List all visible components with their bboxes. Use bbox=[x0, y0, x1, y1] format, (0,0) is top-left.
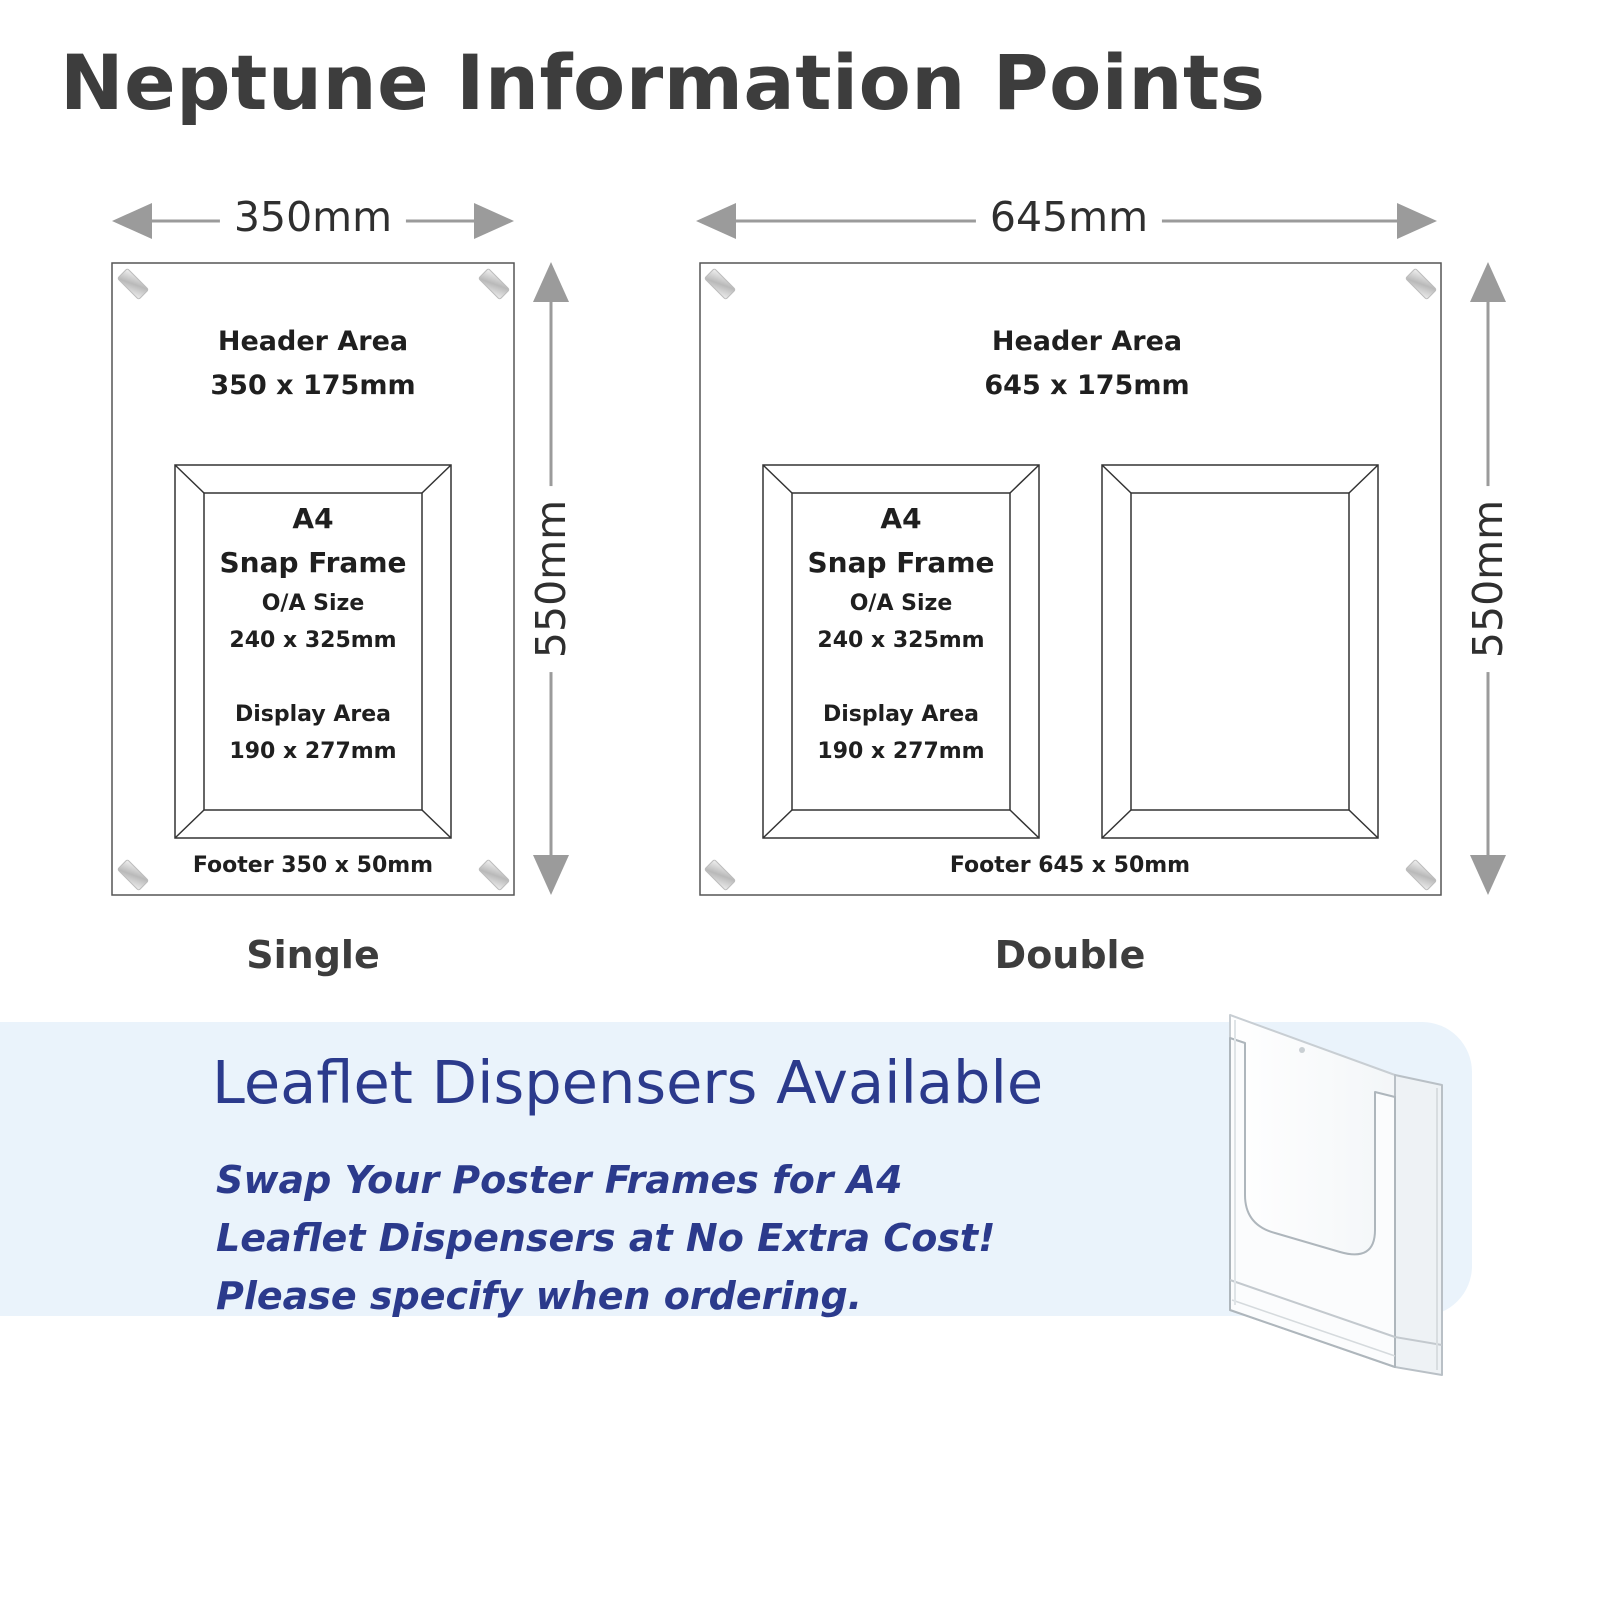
double-frame-text: A4 Snap Frame O/A Size 240 x 325mm Displ… bbox=[792, 497, 1010, 770]
double-frame-oa-label: O/A Size bbox=[849, 591, 953, 616]
double-frame-display-size: 190 x 277mm bbox=[817, 739, 985, 764]
single-caption: Single bbox=[246, 933, 380, 977]
double-header-title: Header Area bbox=[991, 326, 1183, 357]
single-frame-display-label: Display Area bbox=[235, 702, 391, 727]
banner-line-1: Swap Your Poster Frames for A4 bbox=[216, 1158, 903, 1202]
single-header-size: 350 x 175mm bbox=[210, 370, 416, 401]
banner-title: Leaflet Dispensers Available bbox=[212, 1048, 1044, 1117]
leaflet-dispenser-image bbox=[1229, 1014, 1443, 1376]
banner-line-2: Leaflet Dispensers at No Extra Cost! bbox=[216, 1216, 996, 1260]
banner-line-3: Please specify when ordering. bbox=[216, 1274, 863, 1318]
single-frame-size-name: A4 bbox=[292, 502, 334, 535]
double-height-label: 550mm bbox=[1464, 485, 1512, 673]
single-frame-display-size: 190 x 277mm bbox=[229, 739, 397, 764]
page-title: Neptune Information Points bbox=[60, 38, 1266, 127]
double-frame-size-name: A4 bbox=[880, 502, 922, 535]
double-panel bbox=[699, 262, 1442, 896]
leaflet-banner bbox=[0, 1022, 1472, 1316]
double-frame-oa-size: 240 x 325mm bbox=[817, 628, 985, 653]
double-snap-frame-right bbox=[1101, 464, 1379, 839]
single-footer: Footer 350 x 50mm bbox=[192, 853, 434, 878]
single-header-title: Header Area bbox=[217, 326, 409, 357]
double-snap-frame-left bbox=[762, 464, 1040, 839]
single-header-area: Header Area 350 x 175mm bbox=[210, 320, 415, 408]
double-header-area: Header Area 645 x 175mm bbox=[984, 320, 1189, 408]
double-frame-type: Snap Frame bbox=[807, 546, 995, 579]
double-caption: Double bbox=[994, 933, 1146, 977]
single-frame-type: Snap Frame bbox=[219, 546, 407, 579]
single-height-label: 550mm bbox=[527, 485, 575, 673]
single-frame-oa-label: O/A Size bbox=[261, 591, 365, 616]
double-header-size: 645 x 175mm bbox=[984, 370, 1190, 401]
single-width-label: 350mm bbox=[219, 193, 407, 241]
double-footer: Footer 645 x 50mm bbox=[949, 853, 1191, 878]
single-frame-text: A4 Snap Frame O/A Size 240 x 325mm Displ… bbox=[204, 497, 422, 770]
single-frame-oa-size: 240 x 325mm bbox=[229, 628, 397, 653]
double-frame-display-label: Display Area bbox=[823, 702, 979, 727]
standoff-screws bbox=[117, 268, 1437, 891]
single-snap-frame bbox=[174, 464, 452, 839]
single-panel bbox=[111, 262, 515, 896]
double-width-label: 645mm bbox=[975, 193, 1163, 241]
